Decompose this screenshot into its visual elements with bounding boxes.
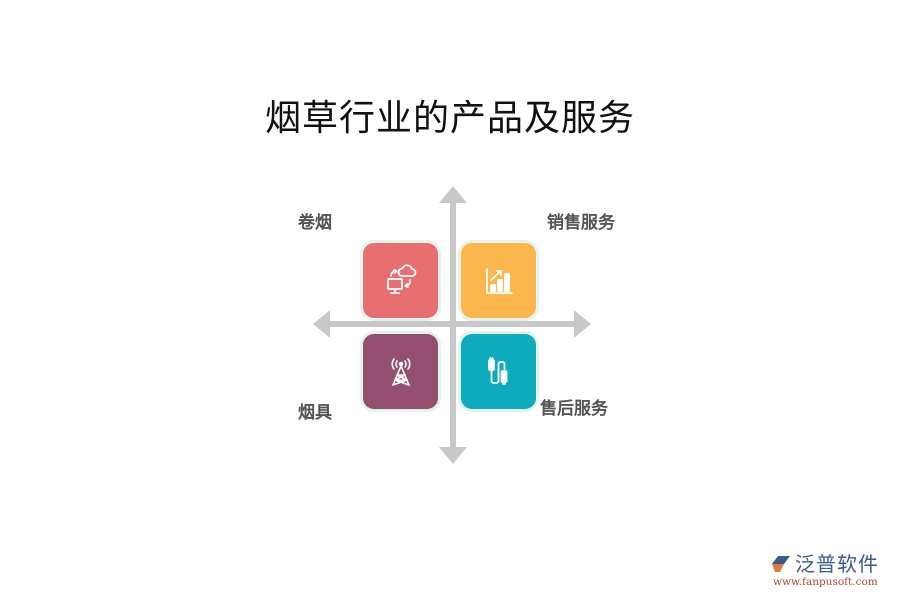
arrow-right-icon bbox=[574, 310, 591, 338]
signal-tower-icon bbox=[391, 357, 410, 386]
bar-chart-growth-icon bbox=[485, 267, 513, 294]
logo-name: 泛普软件 bbox=[795, 552, 879, 576]
tile-cigarettes bbox=[363, 243, 438, 318]
label-smoking-accessories: 烟具 bbox=[298, 403, 332, 423]
tile-sales-service bbox=[461, 243, 536, 318]
brand-logo: 泛普软件 www.fanpusoft.com bbox=[770, 553, 895, 588]
fanpu-logo-icon bbox=[772, 556, 790, 572]
arrow-left-icon bbox=[313, 310, 330, 338]
usb-cable-icon bbox=[487, 356, 507, 385]
logo-url: www.fanpusoft.com bbox=[773, 576, 878, 588]
label-after-sales-service: 售后服务 bbox=[540, 399, 608, 419]
page-title: 烟草行业的产品及服务 bbox=[264, 98, 635, 139]
horizontal-axis bbox=[327, 321, 577, 327]
tile-smoking-accessories bbox=[363, 334, 438, 409]
label-cigarettes: 卷烟 bbox=[298, 213, 332, 233]
label-sales-service: 销售服务 bbox=[547, 213, 615, 233]
arrow-down-icon bbox=[439, 447, 467, 464]
arrow-up-icon bbox=[439, 186, 467, 203]
cloud-sync-computer-icon bbox=[386, 263, 416, 294]
tile-after-sales-service bbox=[461, 334, 536, 409]
